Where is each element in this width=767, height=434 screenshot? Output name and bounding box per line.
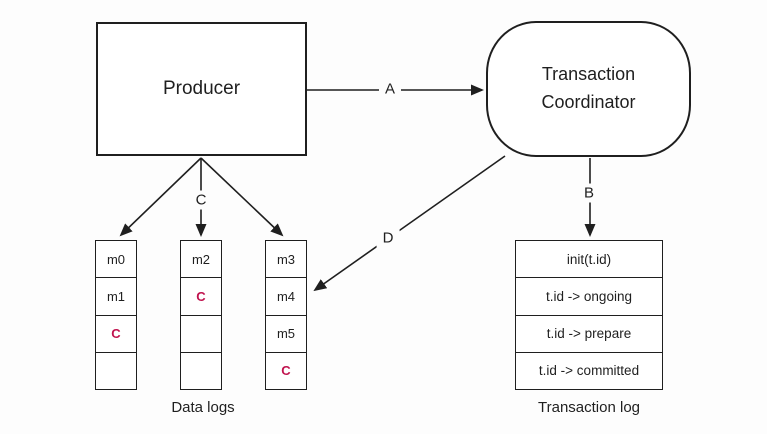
data-log-column-2: m2 C: [180, 240, 222, 390]
log-cell: [96, 353, 136, 389]
edge-label-a: A: [378, 79, 402, 99]
edge-label-d: D: [376, 228, 400, 248]
transaction-log-row: t.id -> committed: [538, 363, 640, 379]
transaction-log-caption: Transaction log: [538, 399, 640, 416]
log-cell: m2: [181, 241, 221, 279]
log-cell: [181, 353, 221, 389]
transaction-log-row: t.id -> prepare: [516, 316, 662, 353]
log-cell: m1: [96, 278, 136, 316]
edge-label-b: B: [577, 183, 601, 203]
transaction-log-row: t.id -> ongoing: [516, 278, 662, 316]
data-logs-caption: Data logs: [171, 399, 235, 416]
transaction-log-row: init(t.id): [516, 241, 662, 279]
log-cell: m4: [266, 278, 306, 316]
arrow-fan-right-line: [200, 157, 284, 237]
log-cell: m0: [96, 241, 136, 279]
arrow-fan-left-line: [119, 157, 202, 237]
log-cell: C: [96, 316, 136, 353]
producer-label: Producer: [162, 78, 241, 99]
data-log-column-1: m0 m1 C: [95, 240, 137, 390]
transaction-coordinator-label: Transaction Coordinator: [541, 64, 636, 112]
log-cell: m5: [266, 316, 306, 353]
log-cell: [181, 316, 221, 353]
producer-node: Producer: [96, 22, 307, 156]
log-cell: m3: [266, 241, 306, 279]
transaction-log-table: init(t.id) t.id -> ongoing t.id -> prepa…: [515, 240, 663, 390]
arrow-d-line: [313, 155, 506, 292]
transaction-coordinator-node: Transaction Coordinator: [486, 21, 691, 157]
edge-label-c: C: [189, 190, 213, 210]
log-cell: C: [281, 363, 291, 379]
data-log-column-3: m3 m4 m5 C: [265, 240, 307, 390]
log-cell: C: [181, 278, 221, 316]
